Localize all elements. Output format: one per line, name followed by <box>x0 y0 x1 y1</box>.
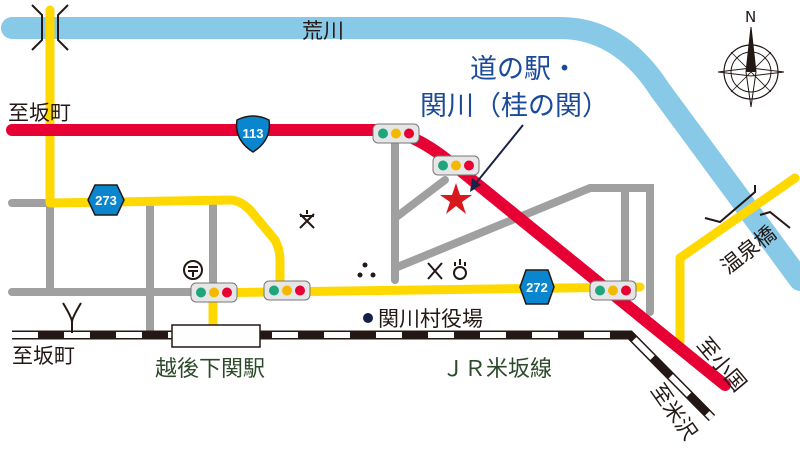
station-box <box>171 324 261 348</box>
route-113-shield: 113 <box>235 115 271 153</box>
traffic-lights <box>190 123 637 303</box>
arakawa-river <box>1 17 800 291</box>
railway-line-label: ＪＲ米坂線 <box>442 357 552 382</box>
shrine-icon <box>357 262 376 278</box>
school-icon <box>299 210 315 229</box>
train-station-label: 越後下関駅 <box>155 357 265 382</box>
hot-spring-icon <box>453 259 467 280</box>
svg-text:113: 113 <box>243 126 264 141</box>
svg-text:273: 273 <box>95 193 117 208</box>
compass-rose-icon: N <box>717 8 785 108</box>
village-office-marker <box>363 313 373 323</box>
national-road-113 <box>6 124 731 391</box>
svg-text:N: N <box>745 8 756 26</box>
to-yonezawa: 至米沢 <box>646 379 702 444</box>
village-office-label: 関川村役場 <box>378 307 483 331</box>
to-sakamachi-top: 至坂町 <box>8 101 71 125</box>
svg-text:272: 272 <box>526 280 548 295</box>
fire-station-icon <box>62 302 82 333</box>
arrow-head-icon <box>470 178 481 192</box>
jr-yonesaka-line <box>12 330 716 422</box>
bridge-icon <box>31 4 791 229</box>
map-symbols <box>62 210 467 333</box>
route-272-shield: 272 <box>519 269 555 305</box>
to-sakamachi-bottom: 至坂町 <box>12 344 75 368</box>
river-label: 荒川 <box>302 19 344 43</box>
michi-no-eki-star-icon <box>440 183 472 214</box>
michi-no-eki-label: 道の駅・ <box>470 54 578 85</box>
michi-no-eki-label-line2: 関川（桂の関） <box>420 91 609 122</box>
pointer-arrow <box>471 124 524 189</box>
post-office-icon <box>183 260 203 280</box>
police-icon <box>427 262 443 280</box>
local-roads <box>8 136 654 339</box>
route-273-shield: 273 <box>87 184 125 216</box>
